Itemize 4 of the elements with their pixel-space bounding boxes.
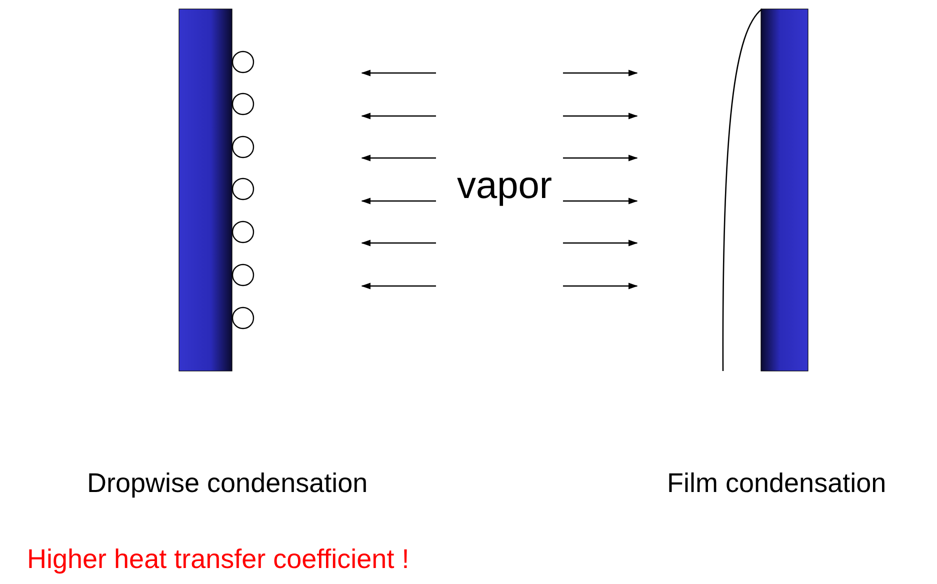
vapor-label: vapor bbox=[457, 167, 552, 205]
caption: Film condensation bbox=[667, 470, 886, 497]
caption: Dropwise condensation bbox=[87, 470, 368, 497]
note: Higher heat transfer coefficient ! bbox=[27, 546, 410, 573]
